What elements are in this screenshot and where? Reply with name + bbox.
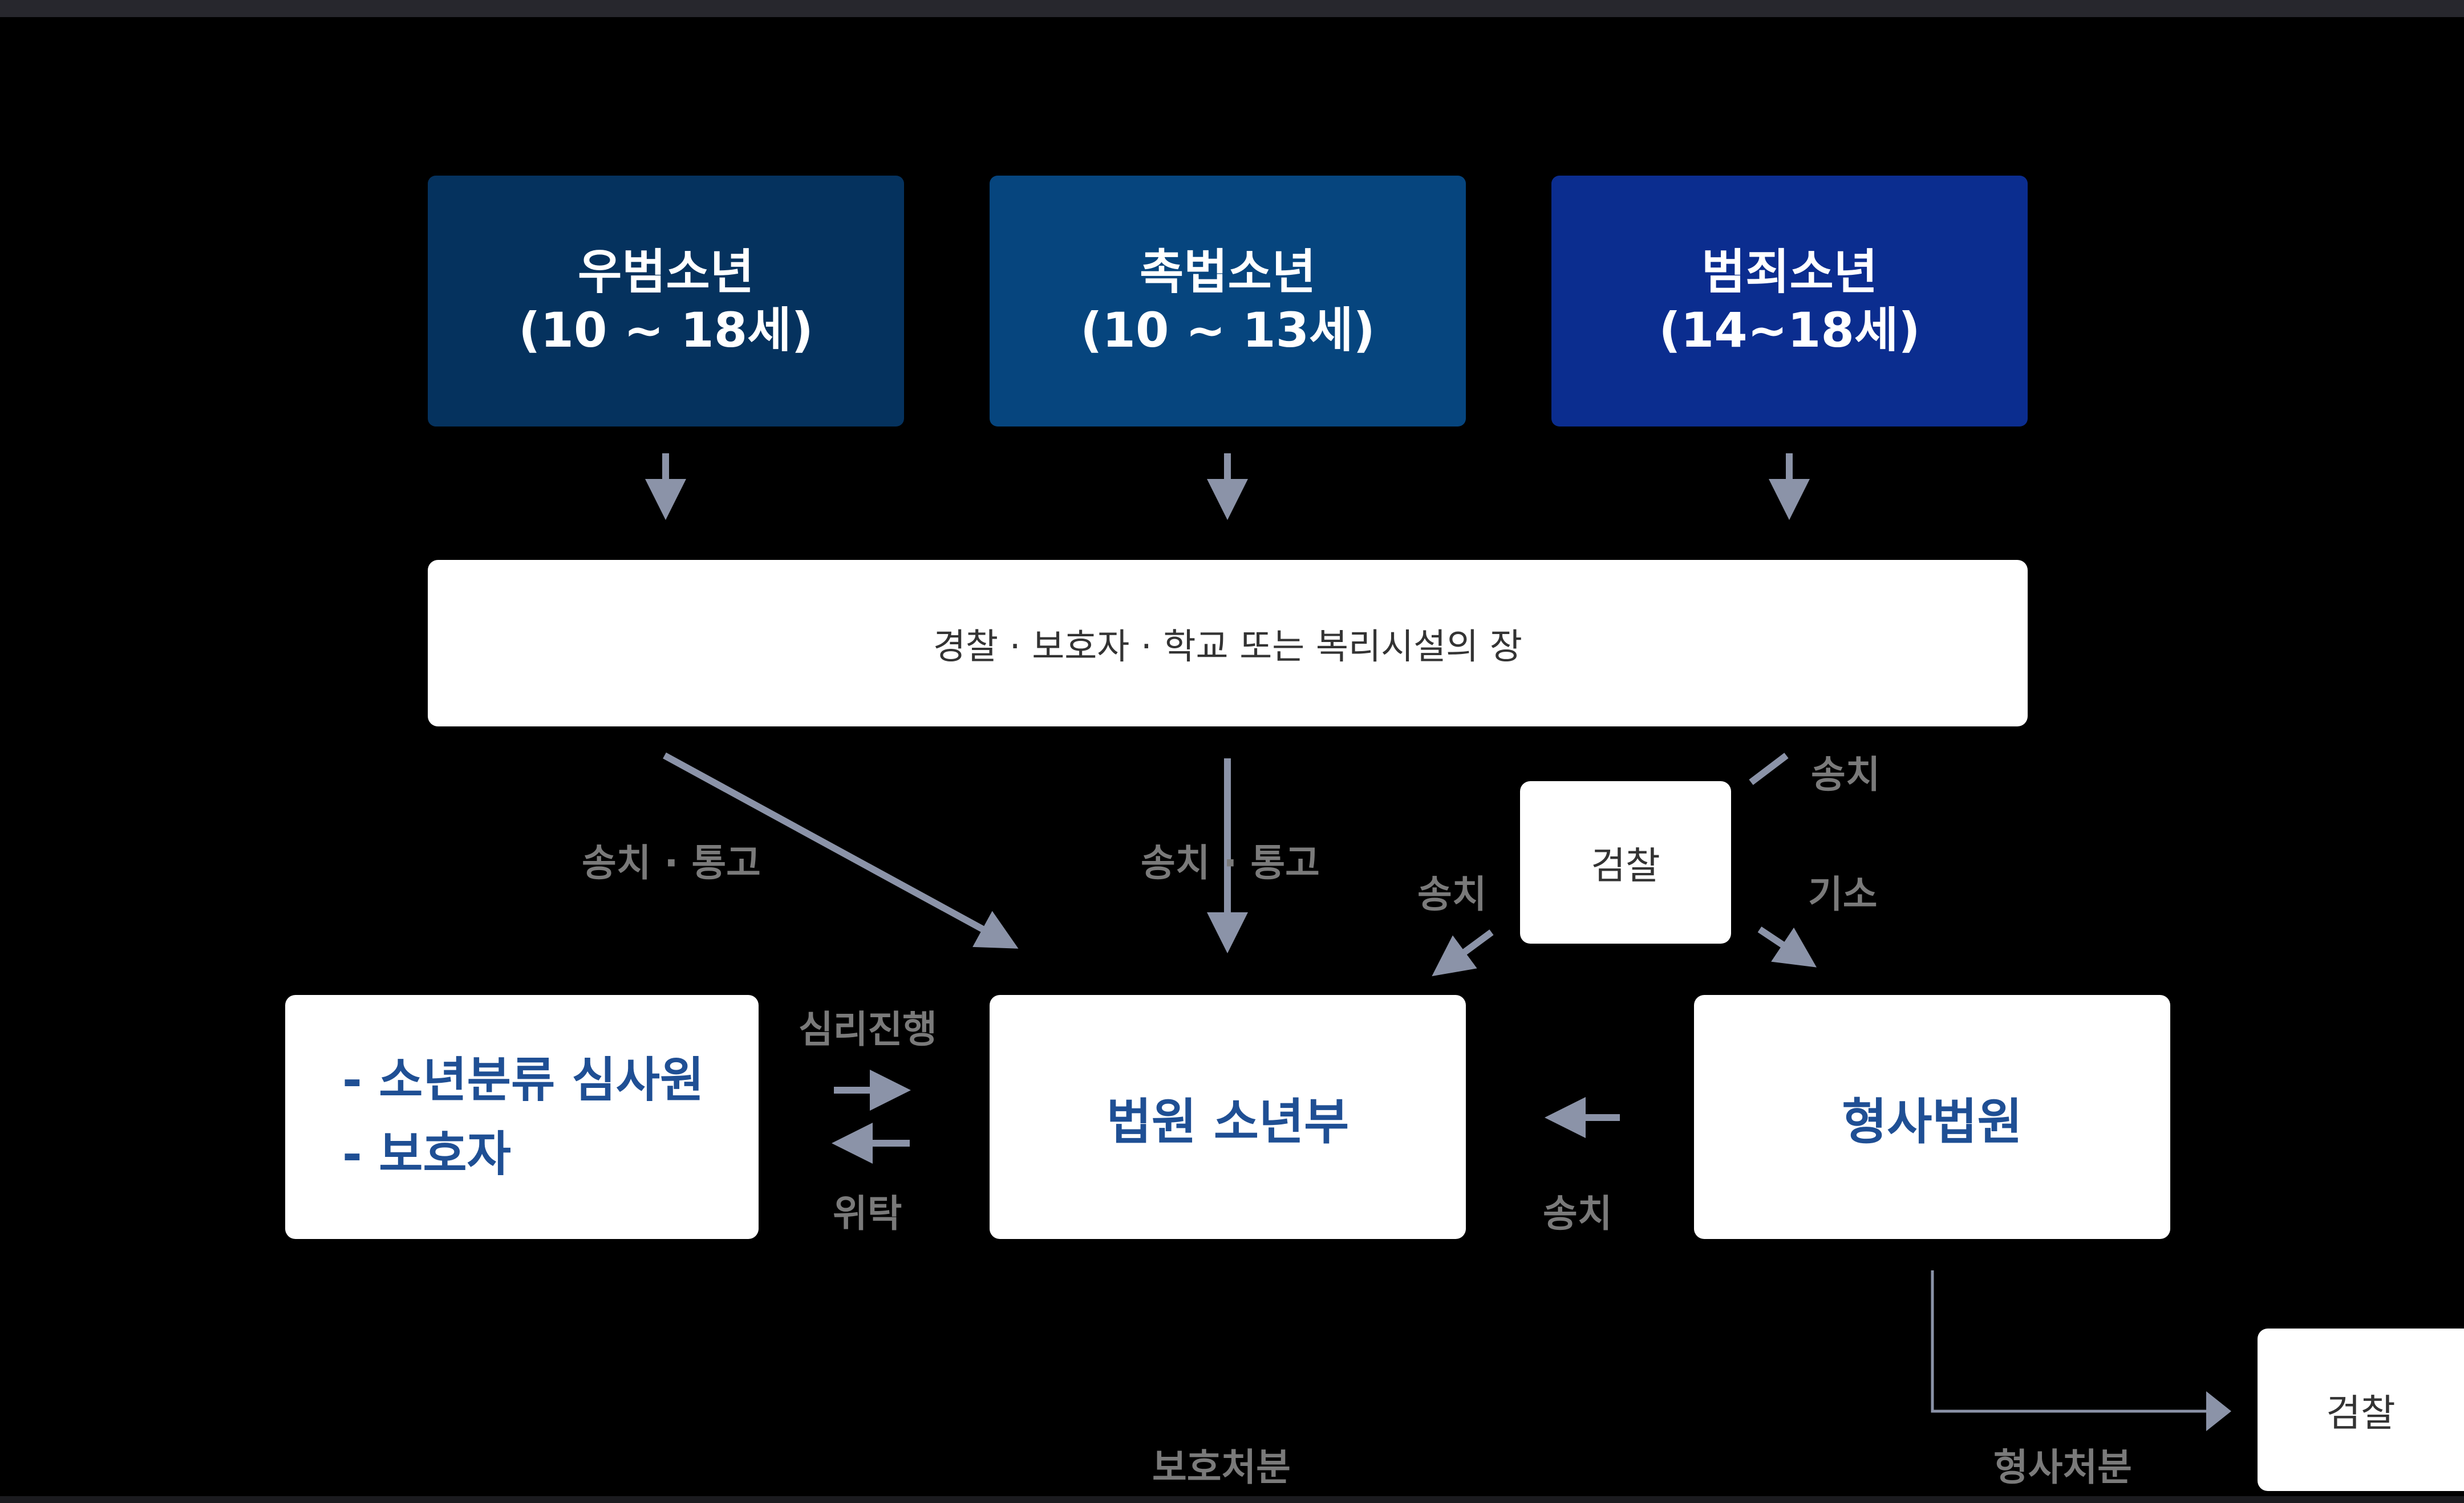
label-protective-disposition: 보호처분 xyxy=(1152,1445,1291,1489)
institutions-box: 경찰 · 보호자 · 학교 또는 복리시설의 장 xyxy=(428,560,2028,726)
category-box-chokbeop: 촉법소년 (10 ~ 13세) xyxy=(990,176,1466,426)
prosecution-text: 검찰 xyxy=(1591,843,1660,888)
label-trial: 심리진행 xyxy=(799,1008,937,1051)
arrowhead-to-prosecution-bottom xyxy=(2206,1391,2231,1431)
label-send-from-criminal: 송치 xyxy=(1543,1192,1612,1236)
category-name: 우범소년 xyxy=(577,243,755,300)
classification-center-box: - 소년분류 심사원 - 보호자 xyxy=(285,995,759,1239)
label-send-to-court: 송치 xyxy=(1417,872,1487,916)
line-criminal-to-prosecution xyxy=(1931,1270,2213,1413)
prosecution-bottom-text: 검찰 xyxy=(2326,1391,2396,1435)
category-age: (10 ~ 13세) xyxy=(1080,302,1375,358)
prosecution-box: 검찰 xyxy=(1520,781,1731,944)
criminal-court-box: 형사법원 xyxy=(1694,995,2170,1239)
prosecution-bottom-box: 검찰 xyxy=(2258,1329,2464,1491)
juvenile-court-box: 법원 소년부 xyxy=(990,995,1466,1239)
bottom-bar xyxy=(0,1496,2464,1503)
category-age: (10 ~ 18세) xyxy=(518,302,813,358)
category-name: 범죄소년 xyxy=(1701,243,1878,300)
top-bar xyxy=(0,0,2464,17)
list-item-classification-center: - 소년분류 심사원 xyxy=(342,1051,704,1108)
label-send-top: 송치 xyxy=(1811,753,1881,797)
list-item-guardian: - 보호자 xyxy=(342,1126,511,1182)
category-box-beomjoe: 범죄소년 (14~18세) xyxy=(1551,176,2028,426)
category-box-wubeom: 우범소년 (10 ~ 18세) xyxy=(428,176,904,426)
label-send-notify-left: 송치 · 통고 xyxy=(582,841,761,885)
arrow-prosecution-to-juvenile xyxy=(1432,929,1494,977)
category-age: (14~18세) xyxy=(1659,302,1920,358)
juvenile-court-text: 법원 소년부 xyxy=(1106,1093,1349,1151)
label-entrust: 위탁 xyxy=(833,1192,902,1236)
label-send-notify-center: 송치 · 통고 xyxy=(1141,841,1320,885)
institutions-text: 경찰 · 보호자 · 학교 또는 복리시설의 장 xyxy=(933,625,1522,667)
label-criminal-disposition: 형사처분 xyxy=(1993,1445,2132,1489)
arrow-diagonal-to-juvenile xyxy=(663,752,1019,949)
arrow-prosecution-to-criminal xyxy=(1757,927,1817,968)
criminal-court-text: 형사법원 xyxy=(1842,1093,2023,1151)
label-indict: 기소 xyxy=(1808,872,1878,916)
category-name: 촉법소년 xyxy=(1139,243,1316,300)
line-institutions-to-prosecution xyxy=(1749,753,1789,785)
